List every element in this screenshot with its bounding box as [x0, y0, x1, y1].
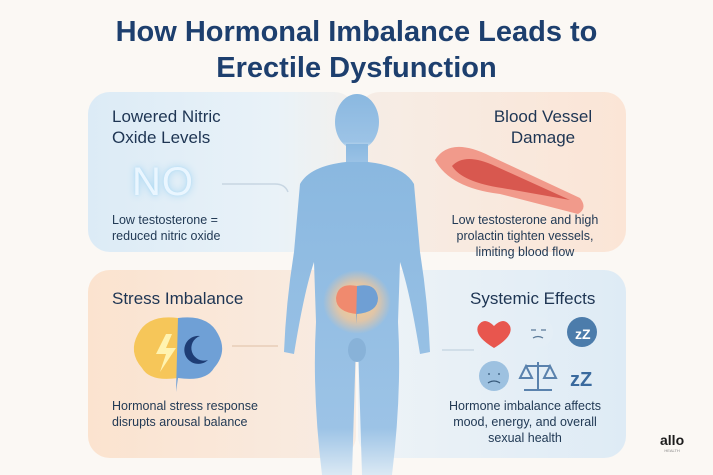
- stress-heading: Stress Imbalance: [112, 289, 244, 308]
- no-molecule-icon: NO: [132, 160, 194, 204]
- brain-center-icon: [336, 285, 378, 324]
- connector-line: [222, 183, 289, 193]
- scale-icon: [518, 362, 558, 391]
- blood-vessel-icon: [435, 146, 584, 214]
- sad-face-icon: [479, 361, 509, 391]
- moon-icon: [184, 335, 208, 364]
- lightning-icon: [156, 334, 176, 372]
- panel-stress: [88, 270, 356, 458]
- connector-line: [442, 349, 474, 351]
- nitric-oxide-text: Low testosterone =reduced nitric oxide: [112, 213, 221, 243]
- sleep-zz-icon: zZ: [570, 369, 592, 391]
- sleep-icon: [567, 317, 597, 347]
- systemic-icons: zZ zZ: [477, 317, 597, 391]
- brain-icon: [133, 317, 223, 392]
- connector-line: [232, 345, 278, 347]
- heart-icon: [477, 321, 511, 348]
- systemic-heading: Systemic Effects: [470, 289, 596, 308]
- tired-face-icon: [523, 317, 553, 347]
- svg-text:zZ: zZ: [575, 326, 591, 342]
- page-title: How Hormonal Imbalance Leads to Erectile…: [115, 16, 598, 84]
- human-body-figure: [284, 94, 430, 475]
